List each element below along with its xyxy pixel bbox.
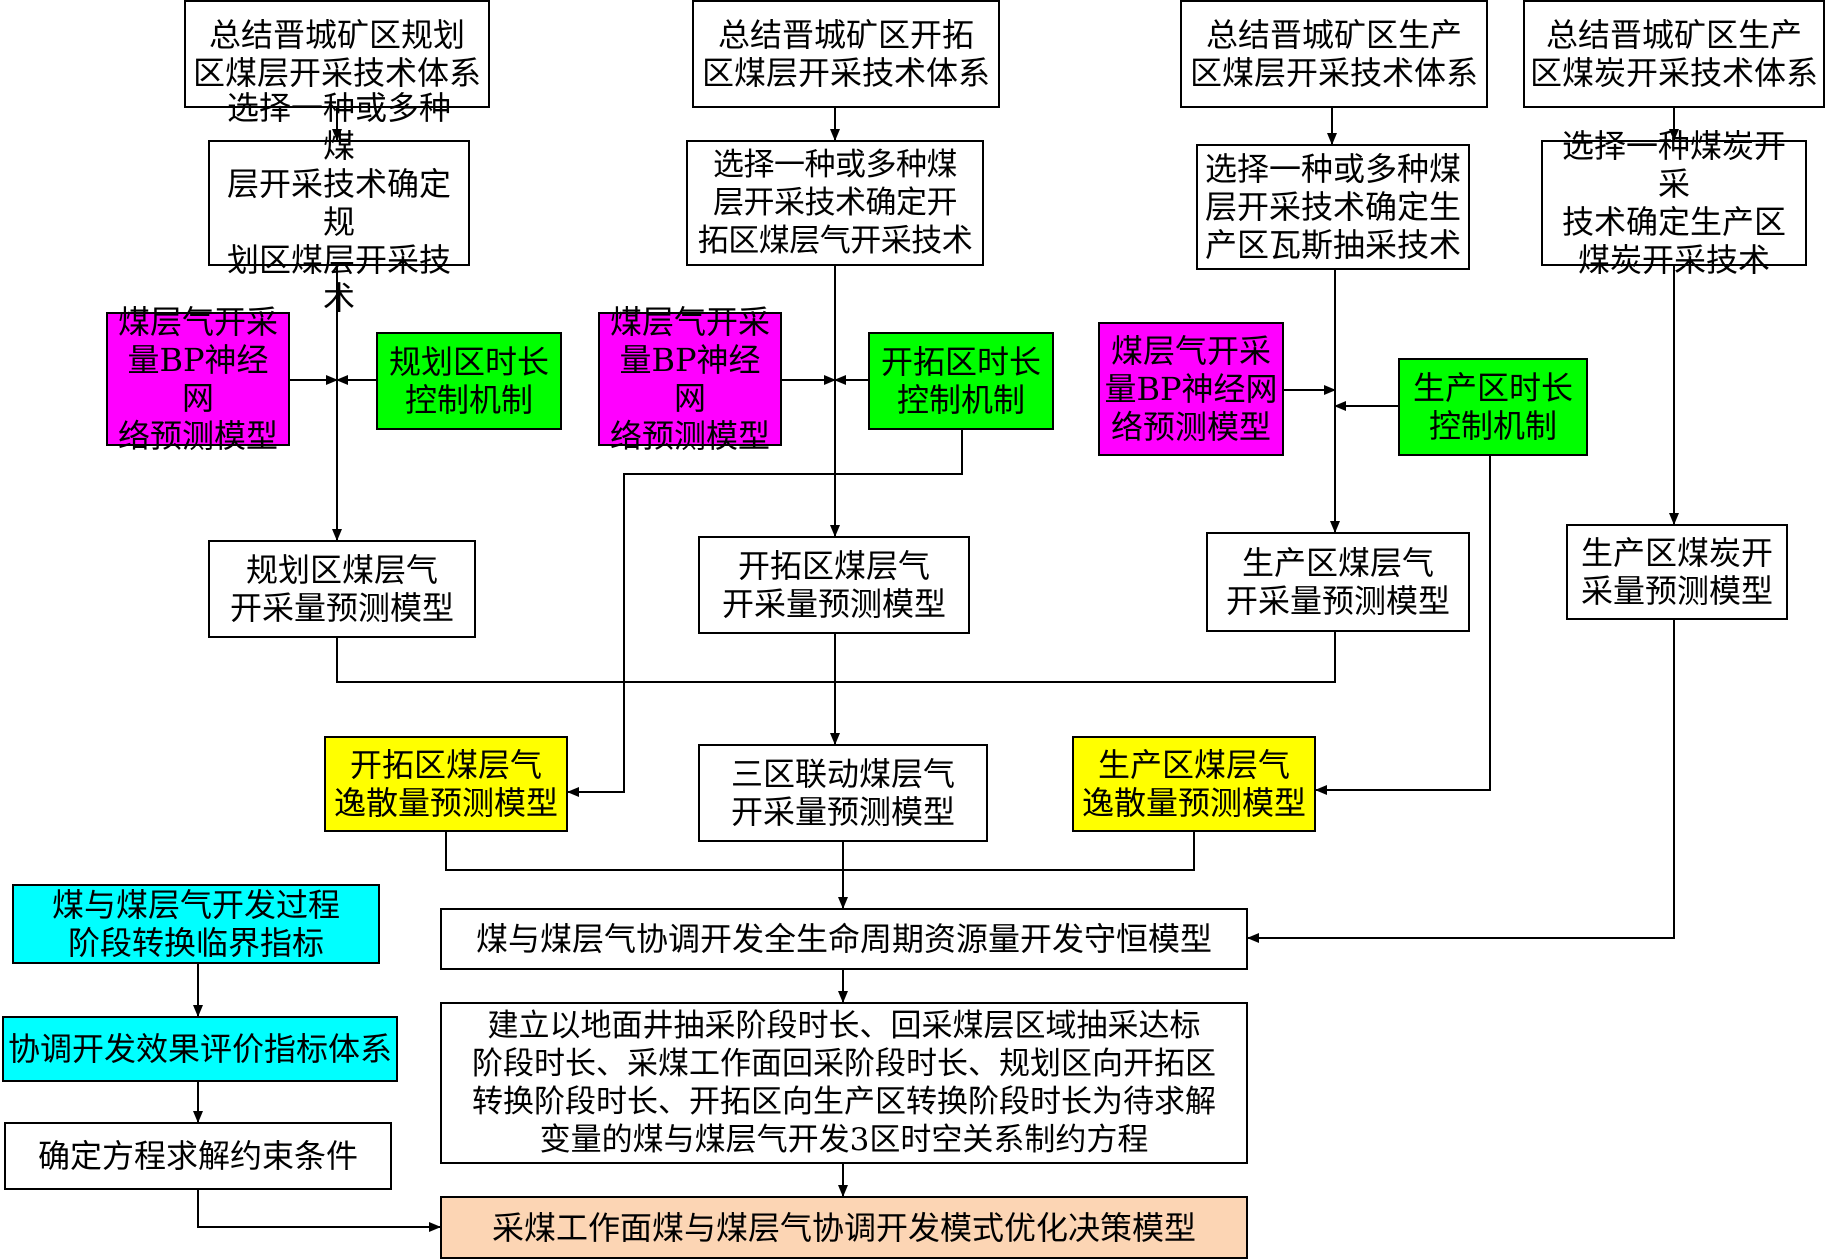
constraints-box: 确定方程求解约束条件 <box>4 1122 392 1190</box>
coal-select-box: 选择一种煤炭开采 技术确定生产区 煤炭开采技术 <box>1541 127 1807 279</box>
plan-select-box: 选择一种或多种煤 层开采技术确定规 划区煤层开采技术 <box>208 89 470 317</box>
prod-escape-box: 生产区煤层气 逸散量预测模型 <box>1072 736 1316 832</box>
edge-coal-conservation <box>1247 620 1675 943</box>
edge-dev-escape-join <box>445 832 1195 871</box>
decision-model-box: 采煤工作面煤与煤层气协调开发模式优化决策模型 <box>440 1196 1248 1259</box>
equation-box: 建立以地面井抽采阶段时长、回采煤层区域抽采达标 阶段时长、采煤工作面回采阶段时长… <box>440 1002 1248 1164</box>
plan-model-box: 规划区煤层气 开采量预测模型 <box>208 540 476 638</box>
time-prod-box: 生产区时长 控制机制 <box>1398 358 1588 456</box>
prod-model-box: 生产区煤层气 开采量预测模型 <box>1206 532 1470 632</box>
prod-summary-box: 总结晋城矿区生产 区煤层开采技术体系 <box>1180 0 1488 108</box>
edge-time-prod-escape <box>1315 456 1491 795</box>
bp-plan-box: 煤层气开采 量BP神经网 络预测模型 <box>106 303 290 455</box>
coal-summary-box: 总结晋城矿区生产 区煤炭开采技术体系 <box>1523 0 1825 108</box>
conservation-model-box: 煤与煤层气协调开发全生命周期资源量开发守恒模型 <box>440 908 1248 970</box>
edge-constraints-decision <box>197 1190 441 1232</box>
dev-select-box: 选择一种或多种煤 层开采技术确定开 拓区煤层气开采技术 <box>686 140 984 266</box>
eval-system-box: 协调开发效果评价指标体系 <box>2 1016 398 1082</box>
three-zone-box: 三区联动煤层气 开采量预测模型 <box>698 744 988 842</box>
dev-summary-box: 总结晋城矿区开拓 区煤层开采技术体系 <box>692 0 1000 108</box>
prod-select-box: 选择一种或多种煤 层开采技术确定生 产区瓦斯抽采技术 <box>1196 144 1470 270</box>
edge-time-dev-escape <box>567 430 963 797</box>
dev-model-box: 开拓区煤层气 开采量预测模型 <box>698 536 970 634</box>
critical-index-box: 煤与煤层气开发过程 阶段转换临界指标 <box>12 884 380 964</box>
dev-escape-box: 开拓区煤层气 逸散量预测模型 <box>324 736 568 832</box>
coal-model-box: 生产区煤炭开 采量预测模型 <box>1566 524 1788 620</box>
plan-summary-box: 总结晋城矿区规划 区煤层开采技术体系 <box>184 0 490 108</box>
bp-dev-box: 煤层气开采 量BP神经网 络预测模型 <box>598 303 782 455</box>
bp-prod-box: 煤层气开采 量BP神经网 络预测模型 <box>1098 322 1284 456</box>
time-plan-box: 规划区时长 控制机制 <box>376 332 562 430</box>
time-dev-box: 开拓区时长 控制机制 <box>868 332 1054 430</box>
